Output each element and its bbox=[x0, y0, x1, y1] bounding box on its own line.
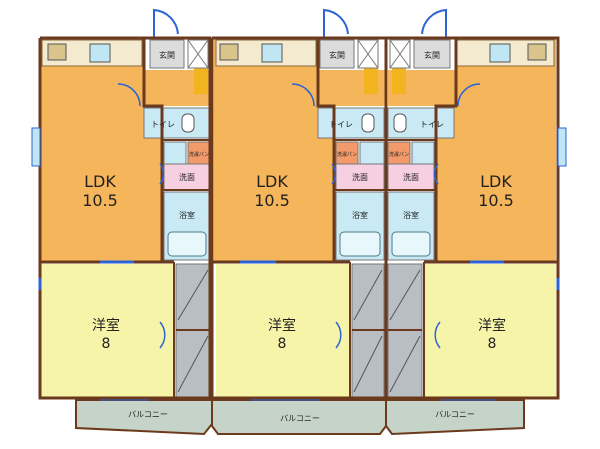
washer-label: 洗濯パン bbox=[337, 151, 357, 158]
balcony-label: バルコニー bbox=[435, 410, 475, 419]
toilet-label: トイレ bbox=[151, 120, 175, 129]
ldk-room bbox=[214, 38, 334, 262]
sink-icon bbox=[261, 43, 283, 63]
ldk-size-label: 10.5 bbox=[82, 191, 118, 210]
bedroom-label: 洋室 bbox=[268, 317, 296, 334]
bedroom-size-label: 8 bbox=[488, 336, 497, 352]
washer-label: 洗濯パン bbox=[389, 151, 409, 158]
washroom-label: 洗面 bbox=[179, 172, 195, 182]
balcony-label: バルコニー bbox=[280, 414, 320, 423]
balcony-1 bbox=[75, 399, 213, 436]
bath-label: 浴室 bbox=[352, 210, 368, 220]
bath-label: 浴室 bbox=[179, 210, 195, 220]
ldk-room bbox=[40, 38, 162, 262]
balcony-label: バルコニー bbox=[128, 410, 168, 419]
entrance bbox=[413, 39, 451, 69]
toilet-room bbox=[143, 107, 211, 139]
stove-icon bbox=[219, 43, 239, 61]
bedroom bbox=[424, 264, 556, 398]
entrance-label: 玄関 bbox=[424, 50, 440, 60]
balcony-3 bbox=[385, 399, 525, 436]
bedroom-label: 洋室 bbox=[478, 317, 506, 334]
ldk-label: LDK bbox=[256, 172, 288, 191]
ldk-size-label: 10.5 bbox=[254, 191, 290, 210]
bedroom bbox=[216, 264, 350, 398]
stove-icon bbox=[527, 43, 547, 61]
washer-label: 洗濯パン bbox=[189, 151, 209, 158]
bedroom bbox=[40, 264, 174, 398]
sink-icon bbox=[489, 43, 511, 63]
entrance-label: 玄関 bbox=[159, 50, 175, 60]
washroom-label: 洗面 bbox=[403, 172, 419, 182]
bath-label: 浴室 bbox=[403, 210, 419, 220]
ldk-label: LDK bbox=[480, 172, 512, 191]
ldk-room bbox=[436, 38, 556, 262]
sink-icon bbox=[89, 43, 111, 63]
washroom-label: 洗面 bbox=[352, 172, 368, 182]
bedroom-size-label: 8 bbox=[278, 336, 287, 352]
ldk-size-label: 10.5 bbox=[478, 191, 514, 210]
entrance bbox=[319, 39, 355, 69]
ldk-label: LDK bbox=[84, 172, 116, 191]
toilet-label: トイレ bbox=[420, 120, 444, 129]
bedroom-label: 洋室 bbox=[92, 317, 120, 334]
stove-icon bbox=[47, 43, 67, 61]
unit-1: 玄関 トイレ 洗濯パン 洗面 浴室 LDK 10.5 洋室 8 バルコニー bbox=[31, 8, 212, 419]
unit-2: 玄関 トイレ 洗濯パン 洗面 浴室 LDK 10.5 洋室 8 バルコニー bbox=[210, 8, 388, 423]
toilet-label: トイレ bbox=[329, 120, 353, 129]
entrance-label: 玄関 bbox=[329, 50, 345, 60]
bedroom-size-label: 8 bbox=[102, 336, 111, 352]
unit-3: 玄関 トイレ 洗濯パン 洗面 浴室 LDK 10.5 洋室 8 バルコニー bbox=[384, 8, 567, 419]
entrance bbox=[149, 39, 185, 69]
